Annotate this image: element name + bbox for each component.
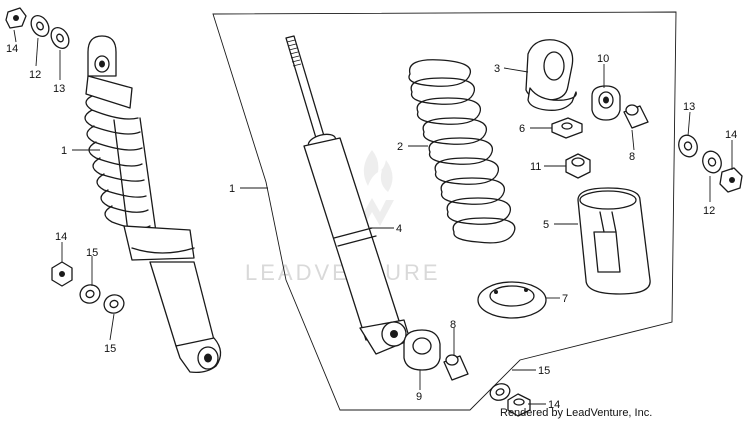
washer-15-mid-left-a	[79, 284, 101, 304]
collar-9	[403, 329, 441, 371]
nut-14-mid-left	[51, 261, 73, 287]
callout-11: 11	[530, 161, 541, 173]
callout-12-right: 12	[703, 205, 715, 217]
callout-13-right: 13	[683, 101, 695, 113]
washer-15-bottom	[489, 383, 511, 401]
shock-assembly-left	[84, 35, 222, 374]
callout-14-bottom: 14	[548, 399, 560, 411]
callout-15-bottom: 15	[538, 365, 550, 377]
callout-15-mid-left-a: 15	[86, 247, 98, 259]
callout-1-left: 1	[61, 145, 67, 157]
washer-13-right	[678, 134, 698, 158]
credit-text: Rendered by LeadVenture, Inc.	[500, 407, 652, 419]
bushing-8-bottom	[443, 354, 469, 381]
callout-13-top-left: 13	[53, 83, 65, 95]
spring-seat-7	[477, 281, 547, 319]
callout-8-top: 8	[629, 151, 635, 163]
group-outline	[212, 11, 677, 411]
callout-4: 4	[396, 223, 402, 235]
spring-2	[408, 59, 516, 244]
callout-12-top-left: 12	[29, 69, 41, 81]
washer-13-top-left	[50, 27, 70, 49]
damper-unit-4	[285, 35, 411, 355]
callout-14-top-left: 14	[6, 43, 18, 55]
collar-10	[591, 85, 621, 121]
leader-lines	[13, 29, 733, 405]
callout-6: 6	[519, 123, 525, 135]
callout-1-mid: 1	[229, 183, 235, 195]
callout-14-right: 14	[725, 129, 737, 141]
callout-9: 9	[416, 391, 422, 403]
washer-12-right	[702, 150, 722, 174]
washer-15-mid-left-b	[103, 294, 125, 314]
callout-7: 7	[562, 293, 568, 305]
callout-5: 5	[543, 219, 549, 231]
nut-6	[551, 117, 583, 139]
nut-14-top-left	[5, 7, 27, 29]
upper-mount-3	[525, 39, 577, 111]
callout-2: 2	[397, 141, 403, 153]
callout-8-bottom: 8	[450, 319, 456, 331]
callout-10: 10	[597, 53, 609, 65]
nut-11	[565, 153, 591, 179]
callout-15-mid-left-b: 15	[104, 343, 116, 355]
callout-3: 3	[494, 63, 500, 75]
spring-seat-5	[577, 187, 651, 295]
bushing-8-top	[623, 104, 649, 129]
nut-14-bottom	[507, 393, 531, 417]
callout-14-mid-left: 14	[55, 231, 67, 243]
washer-12-top-left	[30, 15, 50, 37]
nut-14-right	[719, 167, 743, 193]
